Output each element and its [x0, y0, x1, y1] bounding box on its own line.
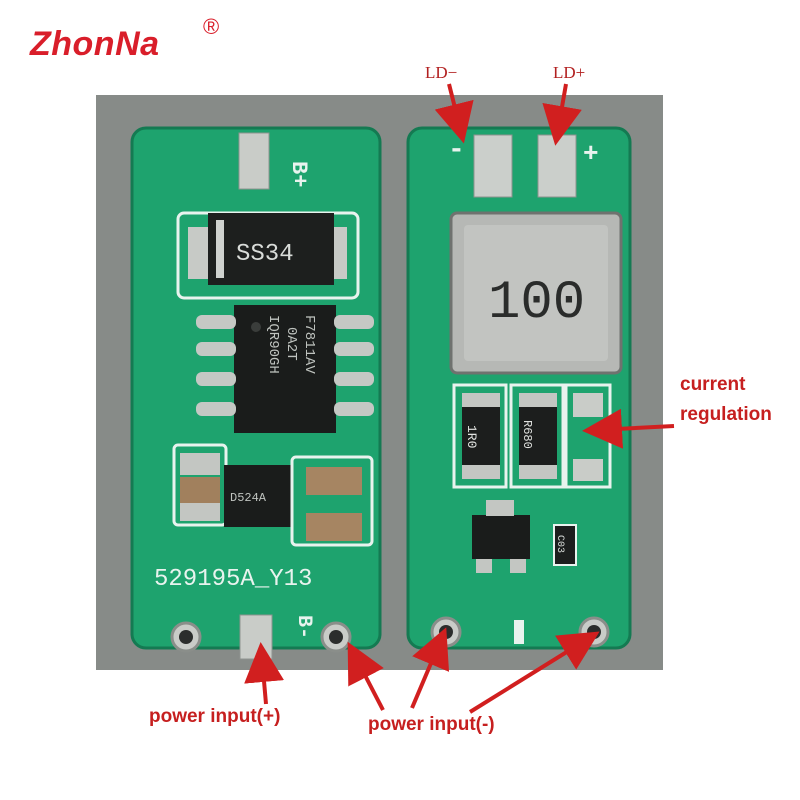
arrow-power-plus — [244, 642, 285, 705]
ic-marking-3: F7811AV — [301, 315, 317, 374]
label-power-input-plus: power input(+) — [149, 706, 281, 727]
pad-b-minus-label: B- — [292, 615, 315, 639]
cap-marking: C03 — [554, 535, 565, 553]
registered-mark: ® — [203, 14, 220, 39]
right-board: - + 100 1R0 R680 C03 — [406, 126, 632, 650]
brand-logo: ZhonNa — [30, 25, 160, 63]
resistor-1-marking: 1R0 — [464, 425, 479, 448]
resistor-2-marking: R680 — [520, 420, 534, 449]
label-regulation: regulation — [680, 404, 772, 425]
arrow-power-minus-3 — [468, 631, 600, 714]
arrow-ld-plus — [542, 83, 582, 146]
left-board: B+ SS34 IQR90GH 0A2T F7811AV D524A — [130, 126, 382, 660]
pcb-photo: B+ SS34 IQR90GH 0A2T F7811AV D524A — [96, 95, 663, 670]
board-silk-text: 529195A_Y13 — [154, 566, 312, 593]
arrow-current-regulation — [582, 408, 675, 449]
pad-b-plus-label: B+ — [286, 161, 311, 187]
arrow-power-minus-1 — [347, 641, 385, 711]
arrow-power-minus-2 — [410, 627, 450, 709]
plus-sign: + — [583, 139, 599, 169]
label-ld-plus: LD+ — [553, 63, 586, 82]
label-ld-minus: LD− — [425, 63, 458, 82]
ic-marking-2: 0A2T — [283, 327, 299, 361]
label-power-input-minus: power input(-) — [368, 714, 495, 735]
ic-marking-1: IQR90GH — [265, 315, 281, 374]
diode-marking: SS34 — [236, 241, 294, 268]
inductor-marking: 100 — [488, 273, 585, 334]
arrow-ld-minus — [434, 83, 474, 144]
small-ic-marking: D524A — [230, 491, 267, 505]
label-current: current — [680, 374, 746, 395]
